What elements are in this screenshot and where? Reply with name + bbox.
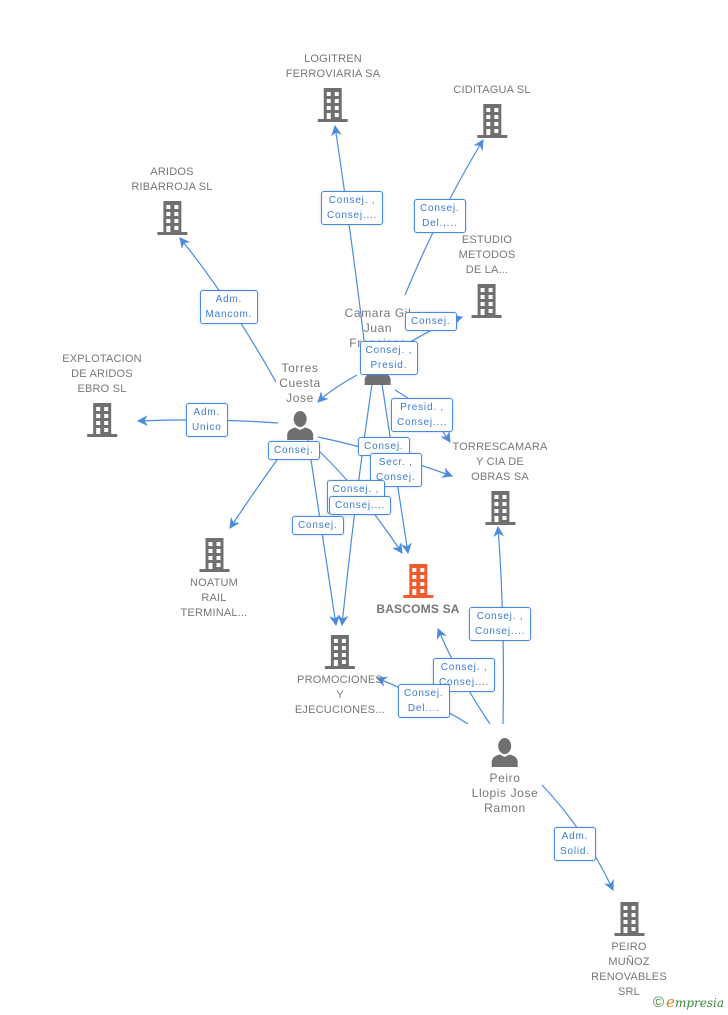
node-label: BASCOMS SA [376, 602, 460, 616]
node-label: PROMOCIONES Y EJECUCIONES... [294, 674, 386, 716]
building-icon [87, 403, 117, 437]
company-node-peiro-munoz[interactable]: PEIRO MUÑOZ RENOVABLES SRL [580, 900, 679, 1000]
node-label: NOATUM RAIL TERMINAL... [180, 577, 248, 619]
building-icon [199, 538, 229, 572]
relationship-label[interactable]: Adm. Unico [186, 403, 228, 437]
relationship-label[interactable]: Consej. [405, 311, 457, 331]
relationship-label[interactable]: Consej. , Presid. [359, 341, 419, 375]
company-node-noatum[interactable]: NOATUM RAIL TERMINAL... [181, 536, 248, 621]
node-label: ESTUDIO METODOS DE LA... [458, 234, 516, 276]
relationship-label[interactable]: Consej. Del.... [398, 684, 450, 718]
relationship-label[interactable]: Consej. [268, 440, 320, 460]
company-node-aridos-ribarroja[interactable]: ARIDOS RIBARROJA SL [131, 165, 212, 235]
company-node-explotacion-aridos[interactable]: EXPLOTACION DE ARIDOS EBRO SL [62, 352, 142, 437]
node-label: CIDITAGUA SL [453, 84, 531, 96]
node-label: ARIDOS RIBARROJA SL [131, 166, 213, 193]
person-node-peiro-llopis[interactable]: Peiro Llopis Jose Ramon [472, 737, 539, 816]
company-node-torrescamara[interactable]: TORRESCAMARA Y CIA DE OBRAS SA [452, 440, 547, 525]
building-icon [614, 902, 644, 936]
edge-camara_gil-to-torres_cuesta [317, 374, 358, 403]
relationship-label[interactable]: Consej. [292, 515, 344, 535]
relationship-label[interactable]: Consej. , Consej.... [321, 191, 384, 225]
relationship-label[interactable]: Consej. , Consej.... [433, 658, 496, 692]
copyright-icon: © [652, 994, 665, 1011]
node-label: Torres Cuesta Jose [279, 361, 321, 405]
person-icon [491, 738, 518, 767]
building-icon [471, 284, 502, 318]
person-node-torres-cuesta[interactable]: Torres Cuesta Jose [279, 361, 321, 440]
company-node-ciditagua[interactable]: CIDITAGUA SL [453, 83, 530, 138]
relationship-label[interactable]: Consej. Del.,... [414, 199, 466, 233]
building-icon [156, 201, 187, 235]
company-node-estudio-metodos[interactable]: ESTUDIO METODOS DE LA... [459, 233, 516, 318]
building-icon [403, 564, 433, 598]
building-icon [484, 491, 515, 525]
edge-camara_gil-to-logitren [331, 124, 365, 341]
relationship-label[interactable]: Secr. , Consej. [370, 453, 422, 487]
relationship-label[interactable]: Consej. , Consej.... [469, 607, 532, 641]
building-icon [476, 104, 507, 138]
node-label: Peiro Llopis Jose Ramon [471, 771, 539, 815]
node-label: PEIRO MUÑOZ RENOVABLES SRL [591, 941, 667, 998]
person-icon [287, 411, 313, 440]
empresia-logo[interactable]: ©empresia [652, 993, 724, 1011]
node-label: EXPLOTACION DE ARIDOS EBRO SL [62, 353, 142, 395]
building-icon [318, 88, 348, 122]
company-node-promociones[interactable]: PROMOCIONES Y EJECUCIONES... [295, 633, 385, 718]
node-label: LOGITREN FERROVIARIA SA [285, 53, 381, 80]
company-node-logitren[interactable]: LOGITREN FERROVIARIA SA [286, 52, 381, 122]
node-label: TORRESCAMARA Y CIA DE OBRAS SA [452, 441, 548, 483]
relationship-label[interactable]: Adm. Solid. [554, 827, 596, 861]
relationship-label[interactable]: Presid. , Consej.... [391, 398, 454, 432]
relationship-label[interactable]: Adm. Mancom. [199, 290, 259, 324]
relationship-label[interactable]: Consej.... [329, 495, 392, 515]
building-icon [325, 635, 355, 669]
company-node-bascoms[interactable]: BASCOMS SA [376, 562, 459, 617]
